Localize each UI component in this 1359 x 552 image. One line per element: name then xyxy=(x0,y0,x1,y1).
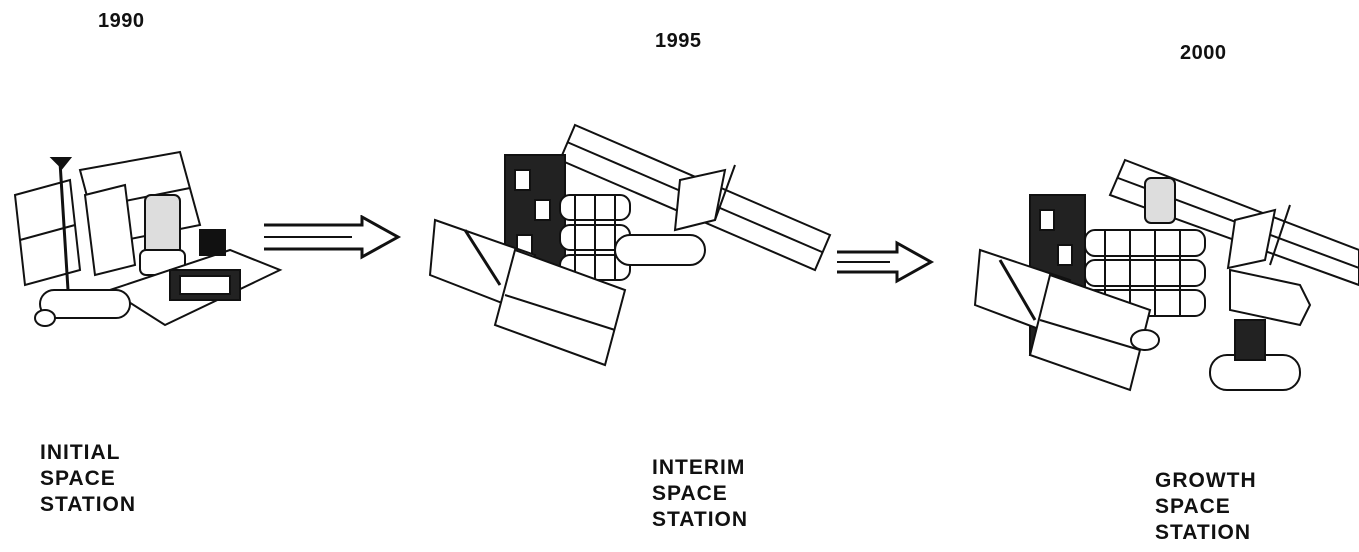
caption-line: SPACE xyxy=(40,467,116,490)
caption-line: SPACE xyxy=(1155,495,1231,518)
caption-line: INITIAL xyxy=(40,441,121,464)
caption-line: STATION xyxy=(1155,521,1252,544)
stage-year-1995: 1995 xyxy=(655,30,702,52)
caption-line: STATION xyxy=(40,493,137,516)
stage-caption-growth: GROWTH SPACE STATION xyxy=(1155,468,1257,546)
stage-year-1990: 1990 xyxy=(98,10,145,32)
stage-caption-interim: INTERIM SPACE STATION xyxy=(652,455,748,533)
progression-arrow-icon xyxy=(835,240,935,285)
initial-space-station-illustration xyxy=(0,140,290,340)
progression-arrow-icon xyxy=(262,215,402,260)
caption-line: SPACE xyxy=(652,482,728,505)
growth-space-station-illustration xyxy=(970,150,1359,410)
caption-line: STATION xyxy=(652,508,749,531)
interim-space-station-illustration xyxy=(425,120,835,370)
caption-line: INTERIM xyxy=(652,456,746,479)
caption-line: GROWTH xyxy=(1155,469,1257,492)
stage-caption-initial: INITIAL SPACE STATION xyxy=(40,440,136,518)
stage-year-2000: 2000 xyxy=(1180,42,1227,64)
